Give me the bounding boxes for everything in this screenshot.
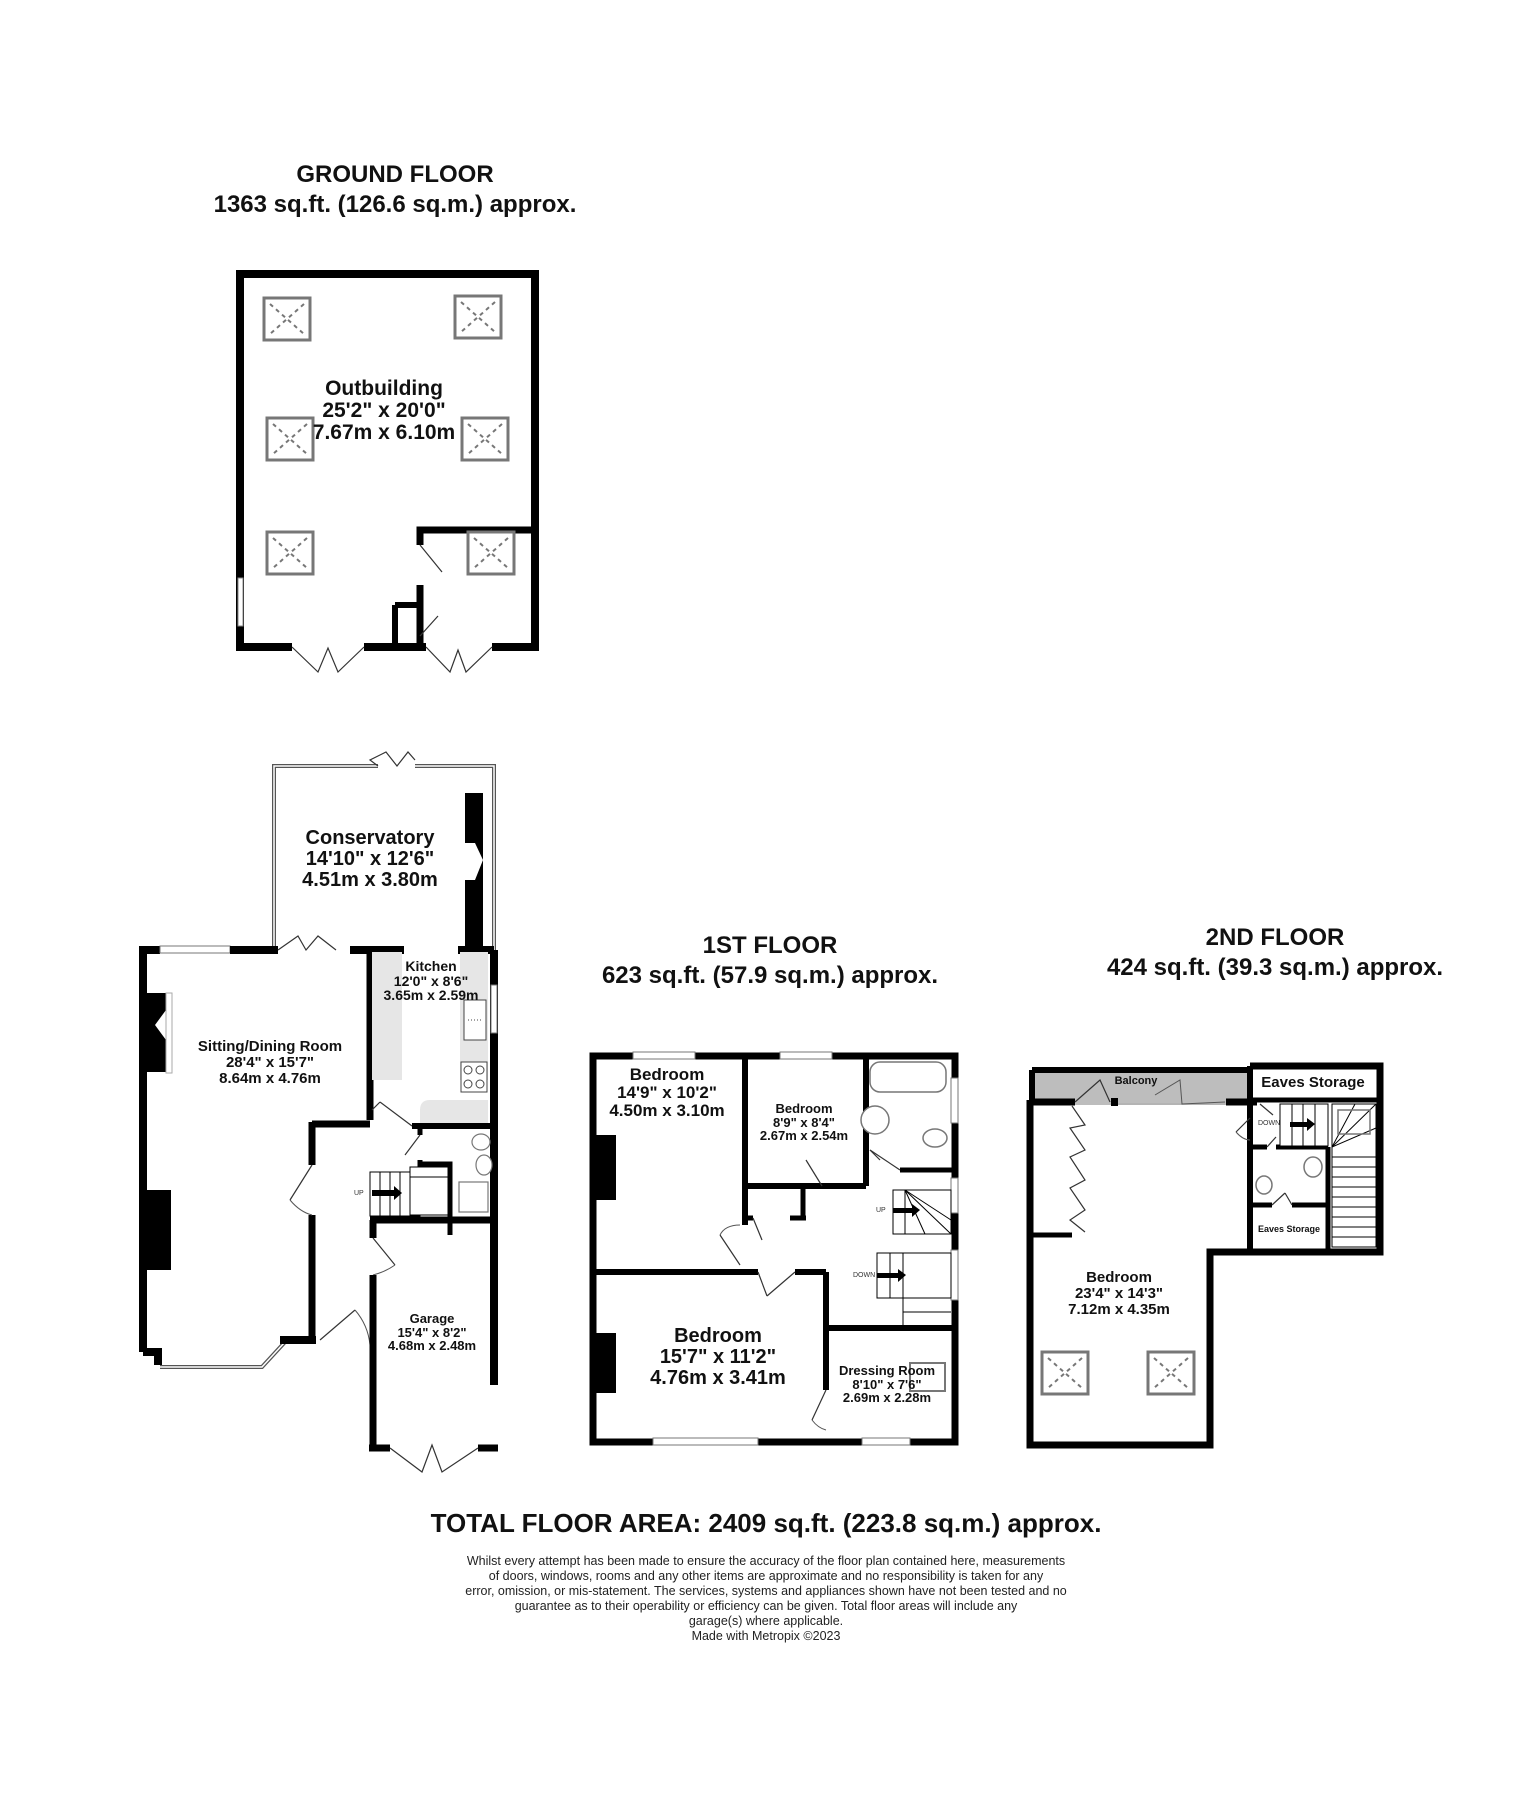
- disclaimer-line: garage(s) where applicable.: [688, 1614, 844, 1628]
- room-name: Garage: [409, 1311, 455, 1326]
- room-dimensions-imperial: 14'9" x 10'2": [617, 1082, 717, 1102]
- room-dimensions-imperial: 23'4" x 14'3": [1074, 1284, 1164, 1302]
- room-name: Eaves Storage: [1257, 1224, 1321, 1234]
- ground-floor-area: 1363 sq.ft. (126.6 sq.m.) approx.: [213, 191, 577, 218]
- disclaimer-line: guarantee as to their operability or eff…: [514, 1599, 1018, 1613]
- room-dimensions-imperial: 28'4" x 15'7": [225, 1053, 315, 1071]
- room-name: Conservatory: [305, 827, 435, 849]
- room-label-dressing-room: Dressing Room 8'10" x 7'6" 2.69m x 2.28m: [839, 1364, 935, 1405]
- room-name: Eaves Storage: [1261, 1074, 1365, 1091]
- second-floor-heading: 2ND FLOOR 424 sq.ft. (39.3 sq.m.) approx…: [1075, 923, 1475, 983]
- room-dimensions-metric: 4.50m x 3.10m: [609, 1100, 725, 1120]
- room-dimensions-imperial: 14'10" x 12'6": [305, 848, 435, 870]
- room-label-bedroom-1f-small: Bedroom 8'9" x 8'4" 2.67m x 2.54m: [760, 1102, 848, 1143]
- first-floor-title: 1ST FLOOR: [702, 932, 838, 959]
- room-label-balcony: Balcony: [1114, 1075, 1158, 1088]
- second-floor-area: 424 sq.ft. (39.3 sq.m.) approx.: [1106, 954, 1444, 981]
- room-label-bedroom-1f-front-left: Bedroom 14'9" x 10'2" 4.50m x 3.10m: [609, 1066, 724, 1120]
- room-label-bedroom-1f-rear: Bedroom 15'7" x 11'2" 4.76m x 3.41m: [650, 1326, 786, 1389]
- room-dimensions-imperial: 12'0" x 8'6": [393, 972, 469, 989]
- disclaimer-line: Whilst every attempt has been made to en…: [466, 1554, 1066, 1568]
- total-floor-area: TOTAL FLOOR AREA: 2409 sq.ft. (223.8 sq.…: [430, 1508, 1102, 1538]
- ground-floor-plan: [139, 751, 498, 1473]
- first-floor-plan: [589, 1051, 959, 1446]
- room-label-bedroom-2f: Bedroom 23'4" x 14'3" 7.12m x 4.35m: [1068, 1270, 1170, 1317]
- room-dimensions-metric: 2.69m x 2.28m: [842, 1390, 932, 1406]
- stair-label-first-up: UP: [876, 1207, 886, 1214]
- room-label-conservatory: Conservatory 14'10" x 12'6" 4.51m x 3.80…: [302, 828, 438, 891]
- room-name: Bedroom: [674, 1325, 762, 1347]
- room-dimensions-imperial: 8'9" x 8'4": [773, 1114, 835, 1130]
- stair-label-ground-up: UP: [354, 1190, 364, 1197]
- second-floor-plan: [1026, 1062, 1384, 1449]
- outbuilding-plan: [236, 270, 539, 674]
- room-label-eaves-storage-bottom: Eaves Storage: [1257, 1224, 1321, 1234]
- ground-floor-title: GROUND FLOOR: [296, 161, 494, 188]
- room-dimensions-metric: 4.51m x 3.80m: [302, 869, 438, 891]
- room-dimensions-metric: 7.67m x 6.10m: [312, 421, 456, 445]
- room-label-outbuilding: Outbuilding 25'2" x 20'0" 7.67m x 6.10m: [312, 377, 456, 445]
- second-floor-title: 2ND FLOOR: [1205, 924, 1345, 951]
- room-label-sitting-dining-room: Sitting/Dining Room 28'4" x 15'7" 8.64m …: [198, 1039, 342, 1086]
- room-label-eaves-storage-top: Eaves Storage: [1261, 1075, 1364, 1091]
- room-dimensions-metric: 8.64m x 4.76m: [219, 1069, 321, 1087]
- room-name: Balcony: [1114, 1075, 1158, 1087]
- room-dimensions-metric: 4.76m x 3.41m: [650, 1367, 786, 1389]
- room-name: Kitchen: [405, 958, 457, 974]
- room-dimensions-imperial: 15'4" x 8'2": [397, 1324, 467, 1340]
- room-label-kitchen: Kitchen 12'0" x 8'6" 3.65m x 2.59m: [384, 959, 479, 1003]
- room-dimensions-imperial: 15'7" x 11'2": [659, 1346, 777, 1368]
- ground-floor-heading: GROUND FLOOR 1363 sq.ft. (126.6 sq.m.) a…: [195, 160, 595, 220]
- room-dimensions-metric: 4.68m x 2.48m: [387, 1338, 477, 1354]
- room-name: Bedroom: [775, 1101, 833, 1116]
- room-name: Bedroom: [629, 1065, 705, 1084]
- stair-label-first-down: DOWN: [853, 1272, 876, 1279]
- room-name: Sitting/Dining Room: [197, 1038, 343, 1055]
- disclaimer-line: error, omission, or mis-statement. The s…: [465, 1584, 1067, 1598]
- room-dimensions-imperial: 8'10" x 7'6": [852, 1376, 922, 1392]
- room-dimensions-metric: 7.12m x 4.35m: [1068, 1300, 1170, 1318]
- credit-line: Made with Metropix ©2023: [691, 1629, 841, 1643]
- stair-label-second-down: DOWN: [1258, 1120, 1281, 1127]
- first-floor-heading: 1ST FLOOR 623 sq.ft. (57.9 sq.m.) approx…: [570, 931, 970, 991]
- room-dimensions-metric: 3.65m x 2.59m: [383, 987, 479, 1004]
- room-name: Bedroom: [1086, 1269, 1152, 1286]
- room-label-garage: Garage 15'4" x 8'2" 4.68m x 2.48m: [388, 1312, 476, 1353]
- first-floor-area: 623 sq.ft. (57.9 sq.m.) approx.: [601, 962, 939, 989]
- room-name: Dressing Room: [838, 1363, 936, 1378]
- disclaimer-line: of doors, windows, rooms and any other i…: [488, 1569, 1044, 1583]
- room-name: Outbuilding: [325, 377, 443, 400]
- disclaimer: Whilst every attempt has been made to en…: [0, 1554, 1532, 1644]
- room-dimensions-metric: 2.67m x 2.54m: [759, 1128, 849, 1144]
- room-dimensions-imperial: 25'2" x 20'0": [322, 399, 446, 423]
